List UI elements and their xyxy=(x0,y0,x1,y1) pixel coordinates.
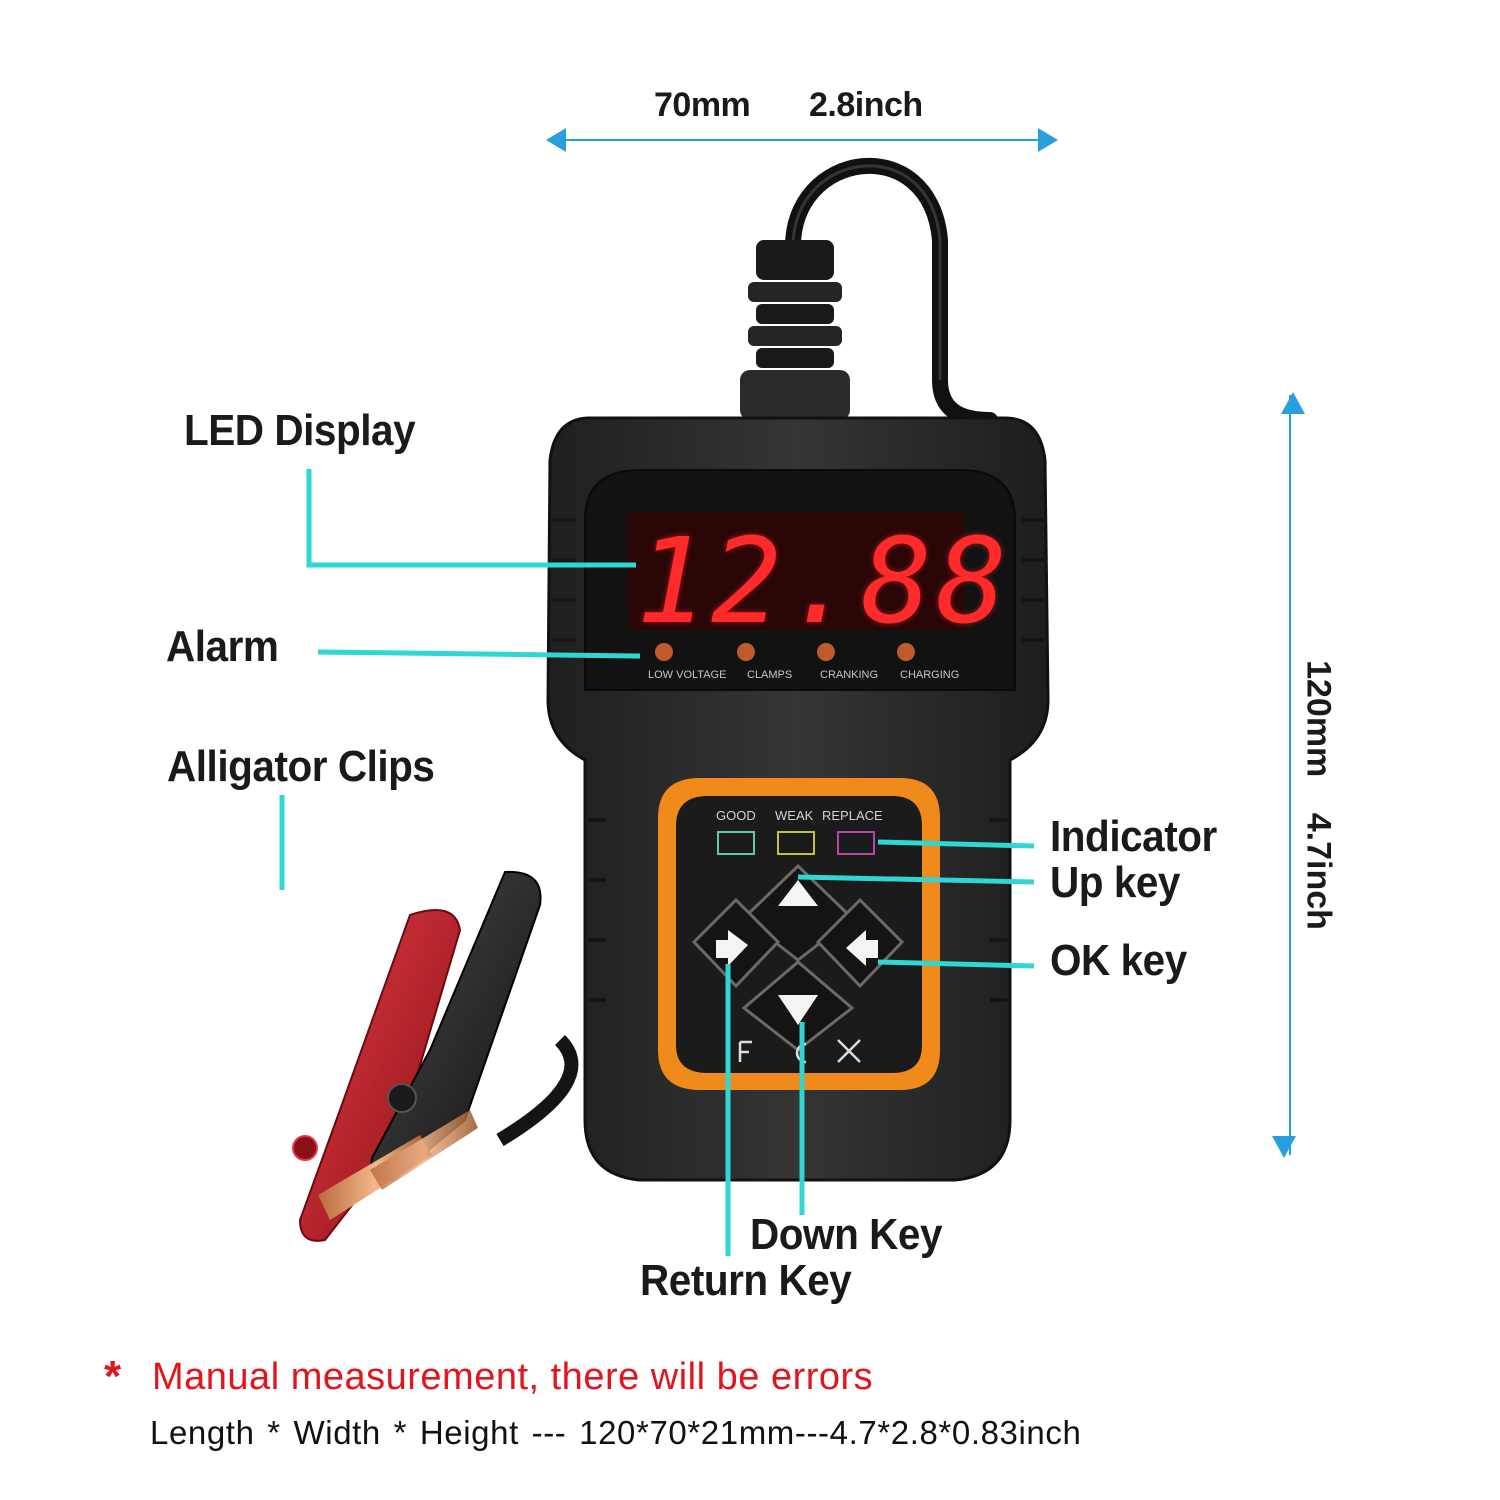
enter-icon xyxy=(846,930,878,966)
alarm-label-low-voltage: LOW VOLTAGE xyxy=(648,669,727,681)
cable xyxy=(740,157,998,428)
callout-return-key: Return Key xyxy=(640,1256,852,1305)
up-arrow-icon xyxy=(778,880,818,906)
width-inch-label: 2.8inch xyxy=(809,86,923,124)
note-text: Manual measurement, there will be errors xyxy=(152,1356,874,1398)
alarm-label-cranking: CRANKING xyxy=(820,669,879,681)
callout-led-display: LED Display xyxy=(184,406,416,455)
width-mm-label: 70mm xyxy=(654,86,751,124)
indicator-label-good: GOOD xyxy=(716,808,756,823)
callout-alligator-clips: Alligator Clips xyxy=(167,742,435,791)
down-arrow-icon xyxy=(778,995,818,1025)
alarm-label-clamps: CLAMPS xyxy=(747,669,793,681)
height-dimension-label: 120mm 4.7inch xyxy=(1299,660,1338,930)
callout-line-led-display xyxy=(306,469,636,568)
callout-line-up-key xyxy=(797,874,1035,885)
alarm-icons xyxy=(655,643,915,661)
alligator-clips xyxy=(292,870,579,1242)
note-asterisk: * xyxy=(104,1352,122,1401)
indicator-label-weak: WEAK xyxy=(775,808,814,823)
callout-line-ok-key xyxy=(877,959,1035,969)
height-mm-label: 120mm xyxy=(1299,660,1338,778)
alarm-label-charging: CHARGING xyxy=(900,669,960,681)
callout-alarm: Alarm xyxy=(166,622,279,671)
callout-lines xyxy=(279,469,1035,1256)
callout-indicator: Indicator xyxy=(1050,812,1217,861)
callout-up-key: Up key xyxy=(1050,858,1180,907)
height-inch-label: 4.7inch xyxy=(1299,812,1338,930)
callout-line-indicator xyxy=(877,839,1035,849)
device-body xyxy=(546,416,1050,1182)
indicator-label-replace: REPLACE xyxy=(822,808,883,823)
callout-ok-key: OK key xyxy=(1050,936,1187,985)
callout-line-alarm xyxy=(317,649,641,659)
note-dimensions: Length * Width * Height --- 120*70*21mm-… xyxy=(150,1414,1082,1451)
height-dimension-arrow xyxy=(1272,392,1305,1158)
return-icon xyxy=(716,930,748,966)
callout-down-key: Down Key xyxy=(750,1210,943,1259)
led-reading: 12.88 xyxy=(636,512,1012,650)
width-dimension-arrow xyxy=(546,128,1058,152)
